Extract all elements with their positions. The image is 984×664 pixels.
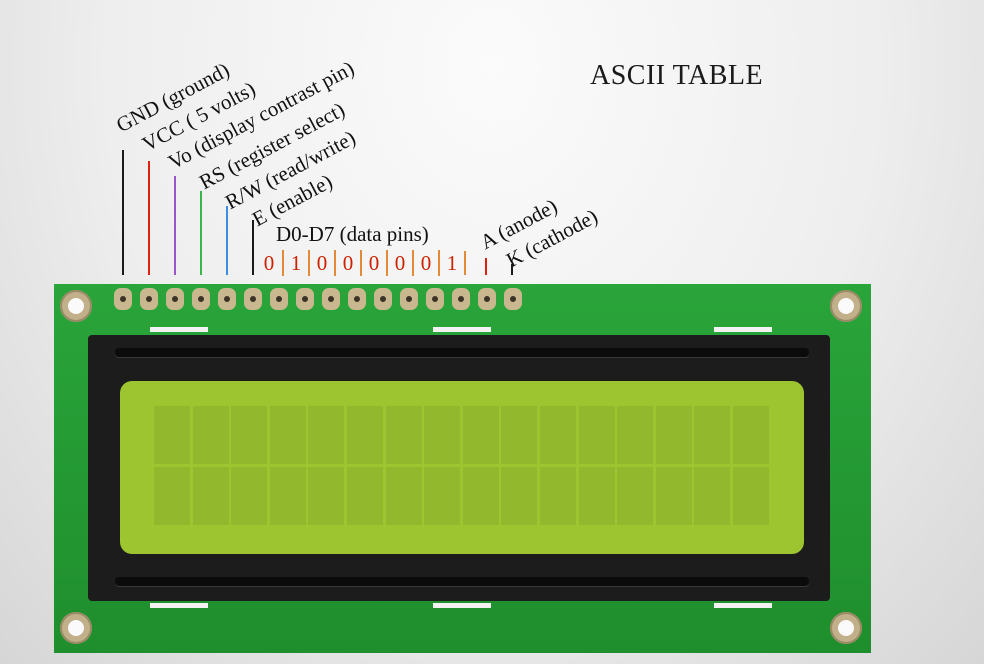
data-bit-d5: 0 (386, 250, 412, 276)
lcd-char-cell (617, 406, 654, 464)
lcd-char-cell (617, 467, 654, 525)
mount-hole-bottom-right (830, 612, 862, 644)
data-bit-d4: 0 (360, 250, 386, 276)
header-pin (244, 288, 262, 310)
data-bit-d6: 0 (412, 250, 438, 276)
bezel-tab (714, 603, 772, 608)
bezel-tab (150, 603, 208, 608)
lcd-char-cell (694, 467, 731, 525)
bezel-tab (433, 327, 491, 332)
header-pin (478, 288, 496, 310)
bezel-top-rail (115, 348, 809, 357)
lcd-char-cell (540, 406, 576, 464)
lcd-char-cell (154, 467, 190, 525)
header-pin (296, 288, 314, 310)
lcd-char-cell (308, 467, 345, 525)
lcd-char-cell (655, 467, 692, 525)
header-pin (504, 288, 522, 310)
data-bit-d2: 0 (308, 250, 334, 276)
header-pin (140, 288, 158, 310)
lcd-char-cell (154, 406, 190, 464)
header-pin (114, 288, 132, 310)
header-pin (218, 288, 236, 310)
enable-lead (252, 220, 254, 275)
lcd-char-cell (501, 467, 538, 525)
header-pin (426, 288, 444, 310)
data-bits-end-bar (464, 251, 466, 275)
lcd-char-cell (540, 467, 576, 525)
lcd-char-cell (347, 467, 383, 525)
lcd-char-cell (231, 406, 268, 464)
data-pins-label: D0-D7 (data pins) (276, 222, 429, 246)
bezel-tab (714, 327, 772, 332)
lcd-char-cell (385, 467, 422, 525)
gnd-lead (122, 150, 124, 275)
lcd-char-cell (501, 406, 538, 464)
header-pin (192, 288, 210, 310)
anode-lead (485, 258, 487, 275)
lcd-char-cell (269, 406, 306, 464)
rs-lead (200, 191, 202, 275)
lcd-char-cell (462, 467, 499, 525)
lcd-char-cell (694, 406, 731, 464)
cathode-lead (511, 264, 513, 275)
ascii-table-title: ASCII TABLE (590, 60, 764, 91)
lcd-char-cell (655, 406, 692, 464)
bezel-tab (433, 603, 491, 608)
header-pin (166, 288, 184, 310)
mount-hole-top-right (830, 290, 862, 322)
lcd-char-cell (733, 406, 769, 464)
lcd-char-cell (308, 406, 345, 464)
header-pin (270, 288, 288, 310)
bezel-tab (150, 327, 208, 332)
header-pin (322, 288, 340, 310)
header-pin (452, 288, 470, 310)
vcc-lead (148, 161, 150, 275)
lcd-char-cell (462, 406, 499, 464)
lcd-char-cell (578, 406, 615, 464)
data-bit-d1: 1 (282, 250, 308, 276)
lcd-char-cell (269, 467, 306, 525)
rw-lead (226, 206, 228, 275)
lcd-char-cell (424, 406, 461, 464)
header-pin (348, 288, 366, 310)
vo-lead (174, 176, 176, 275)
lcd-char-cell (733, 467, 769, 525)
data-bit-d0: 0 (263, 251, 275, 275)
header-pin (400, 288, 418, 310)
header-pin (374, 288, 392, 310)
mount-hole-bottom-left (60, 612, 92, 644)
lcd-char-cell (192, 406, 229, 464)
lcd-char-cell (424, 467, 461, 525)
data-bit-d7: 1 (438, 250, 464, 276)
lcd-char-cell (385, 406, 422, 464)
lcd-char-cell (231, 467, 268, 525)
data-bit-d3: 0 (334, 250, 360, 276)
bezel-bottom-rail (115, 577, 809, 586)
lcd-char-cell (578, 467, 615, 525)
lcd-char-cell (192, 467, 229, 525)
data-bits-row: 0 1 0 0 0 0 0 1 (256, 250, 466, 276)
mount-hole-top-left (60, 290, 92, 322)
lcd-char-cell (347, 406, 383, 464)
